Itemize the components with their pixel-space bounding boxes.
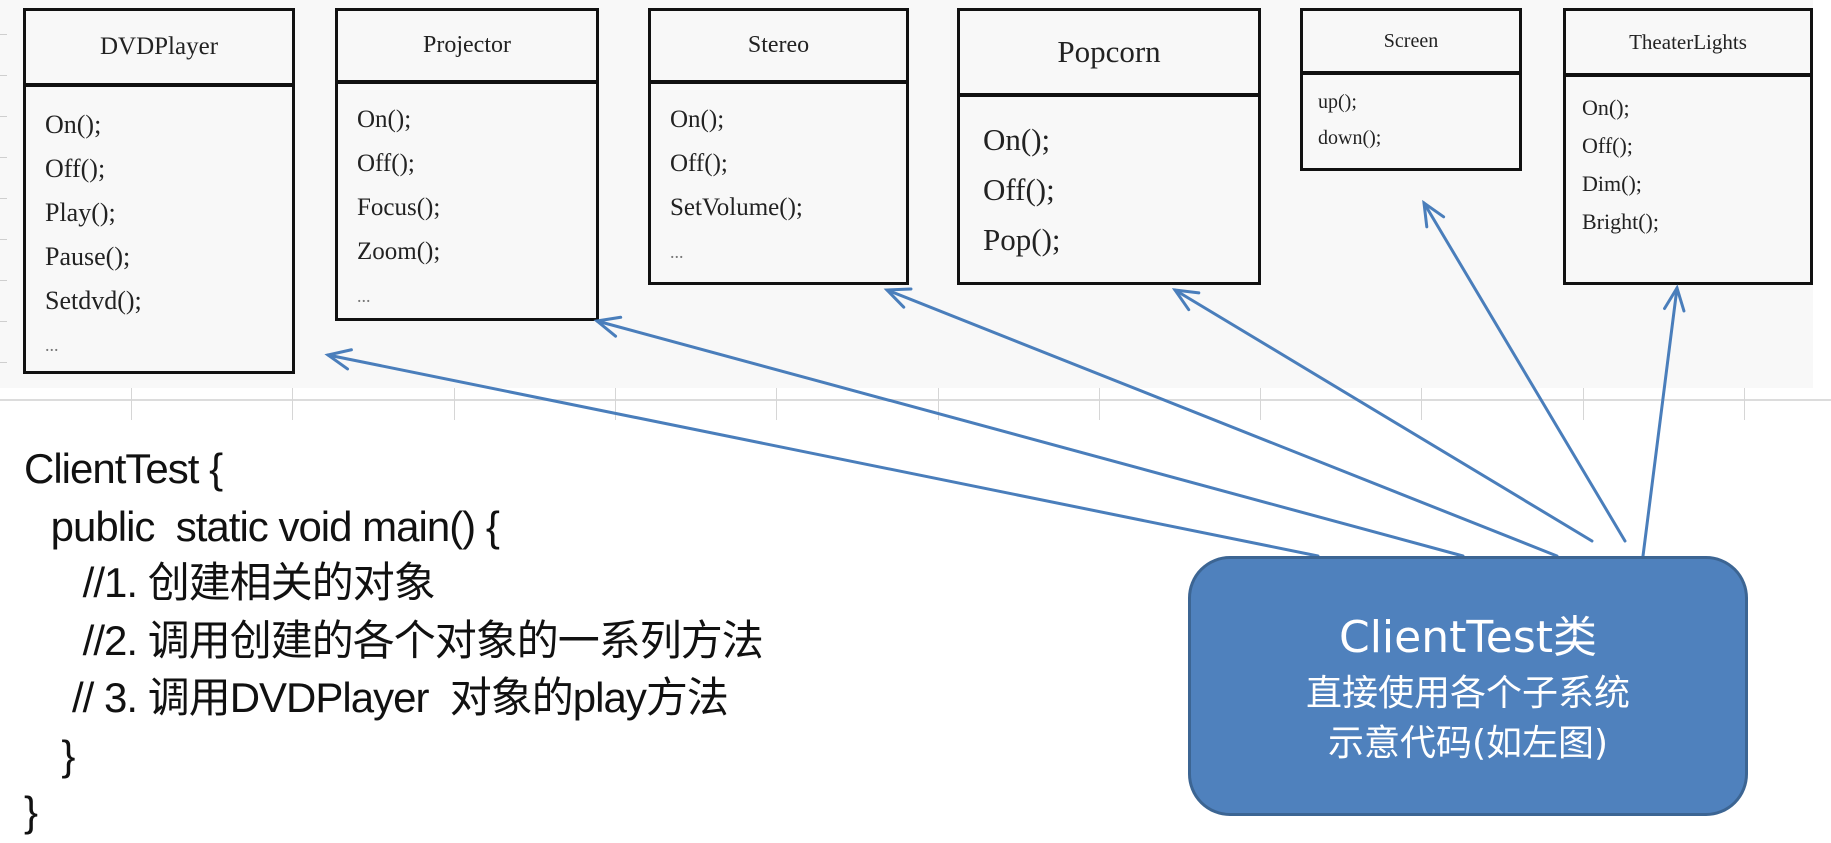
class-box-projector[interactable]: Projector On(); Off(); Focus(); Zoom(); … [335, 8, 599, 321]
arrow-to-stereo [885, 288, 1559, 558]
class-name-header: TheaterLights [1566, 11, 1810, 77]
arrow-to-dvdplayer [326, 353, 1320, 558]
arrowhead-icon [593, 315, 623, 338]
client-test-box[interactable]: ClientTest类 直接使用各个子系统 示意代码(如左图) [1188, 556, 1748, 816]
method-list: On(); Off(); SetVolume(); ... [651, 84, 906, 282]
method: On(); [357, 106, 412, 133]
class-box-theaterlights[interactable]: TheaterLights On(); Off(); Dim(); Bright… [1563, 8, 1813, 285]
method-list: On(); Off(); Dim(); Bright(); [1566, 77, 1810, 282]
code-line: } [24, 788, 38, 835]
arrow-to-projector [595, 319, 1465, 558]
ruler-tick [453, 388, 455, 420]
class-name: Stereo [747, 32, 810, 58]
arrowhead-icon [1663, 284, 1686, 313]
method: Off(); [670, 150, 728, 177]
method-list: On(); Off(); Play(); Pause(); Setdvd(); … [26, 87, 292, 371]
class-name: Screen [1383, 29, 1439, 52]
method: ... [45, 335, 59, 355]
method-list: On(); Off(); Pop(); [960, 97, 1258, 282]
arrowhead-icon [1171, 288, 1201, 312]
method: Pause(); [45, 242, 131, 271]
method: ... [670, 242, 684, 262]
class-name: DVDPlayer [99, 33, 219, 60]
client-box-note: 示意代码(如左图) [1327, 723, 1609, 764]
method: Bright(); [1582, 209, 1659, 234]
ruler-tick [1421, 388, 1423, 420]
method: Focus(); [357, 194, 441, 221]
arrowhead-icon [883, 287, 913, 309]
ruler-tick [131, 388, 132, 420]
code-line: // 3. 调用DVDPlayer 对象的play方法 [40, 674, 729, 721]
horizontal-ruler [0, 399, 1831, 401]
method: On(); [45, 110, 102, 139]
method: Off(); [1582, 133, 1633, 158]
arrow-to-theaterlights [1641, 286, 1679, 558]
arrowhead-icon [1422, 199, 1446, 229]
ruler-tick [776, 388, 778, 420]
method: Dim(); [1582, 171, 1642, 196]
ruler-tick [1582, 388, 1584, 420]
code-line: //1. 创建相关的对象 [40, 559, 436, 606]
class-name-header: Stereo [651, 11, 906, 84]
class-box-screen[interactable]: Screen up(); down(); [1300, 8, 1522, 171]
method: SetVolume(); [670, 194, 803, 221]
method: Play(); [45, 198, 116, 227]
method: Pop(); [983, 222, 1061, 257]
class-name-header: Projector [338, 11, 596, 84]
code-line: ClientTest { [24, 445, 223, 492]
ruler-tick [1098, 388, 1100, 420]
client-box-description: 直接使用各个子系统 [1305, 673, 1630, 714]
ruler-tick [1744, 388, 1745, 420]
class-name-header: DVDPlayer [26, 11, 292, 87]
class-box-stereo[interactable]: Stereo On(); Off(); SetVolume(); ... [648, 8, 909, 285]
method: up(); [1318, 91, 1357, 113]
class-box-dvdplayer[interactable]: DVDPlayer On(); Off(); Play(); Pause(); … [23, 8, 295, 374]
method: Off(); [983, 172, 1055, 207]
arrow-to-screen [1422, 201, 1627, 543]
code-line: //2. 调用创建的各个对象的一系列方法 [40, 617, 764, 664]
vertical-ruler [0, 0, 8, 388]
class-name-header: Popcorn [960, 11, 1258, 97]
class-name-header: Screen [1303, 11, 1519, 75]
method: On(); [983, 122, 1051, 157]
method-list: On(); Off(); Focus(); Zoom(); ... [338, 84, 596, 318]
ruler-tick [1260, 388, 1262, 420]
code-line: } [40, 732, 75, 779]
method-list: up(); down(); [1303, 75, 1519, 168]
ruler-tick [292, 388, 294, 420]
method: down(); [1318, 127, 1382, 149]
method: ... [357, 286, 371, 306]
class-box-popcorn[interactable]: Popcorn On(); Off(); Pop(); [957, 8, 1261, 285]
client-box-title: ClientTest类 [1338, 612, 1598, 663]
ruler-tick [937, 388, 939, 420]
arrowhead-icon [324, 348, 353, 371]
class-name: Projector [423, 32, 511, 58]
arrow-to-popcorn [1173, 288, 1594, 543]
method: Zoom(); [357, 238, 441, 265]
method: Off(); [357, 150, 415, 177]
method: Off(); [45, 154, 106, 183]
method: On(); [670, 106, 725, 133]
class-name: TheaterLights [1629, 29, 1747, 54]
code-line: public static void main() { [40, 503, 500, 550]
class-name: Popcorn [1057, 34, 1161, 69]
ruler-tick [614, 388, 616, 420]
method: On(); [1582, 95, 1630, 120]
method: Setdvd(); [45, 286, 142, 315]
